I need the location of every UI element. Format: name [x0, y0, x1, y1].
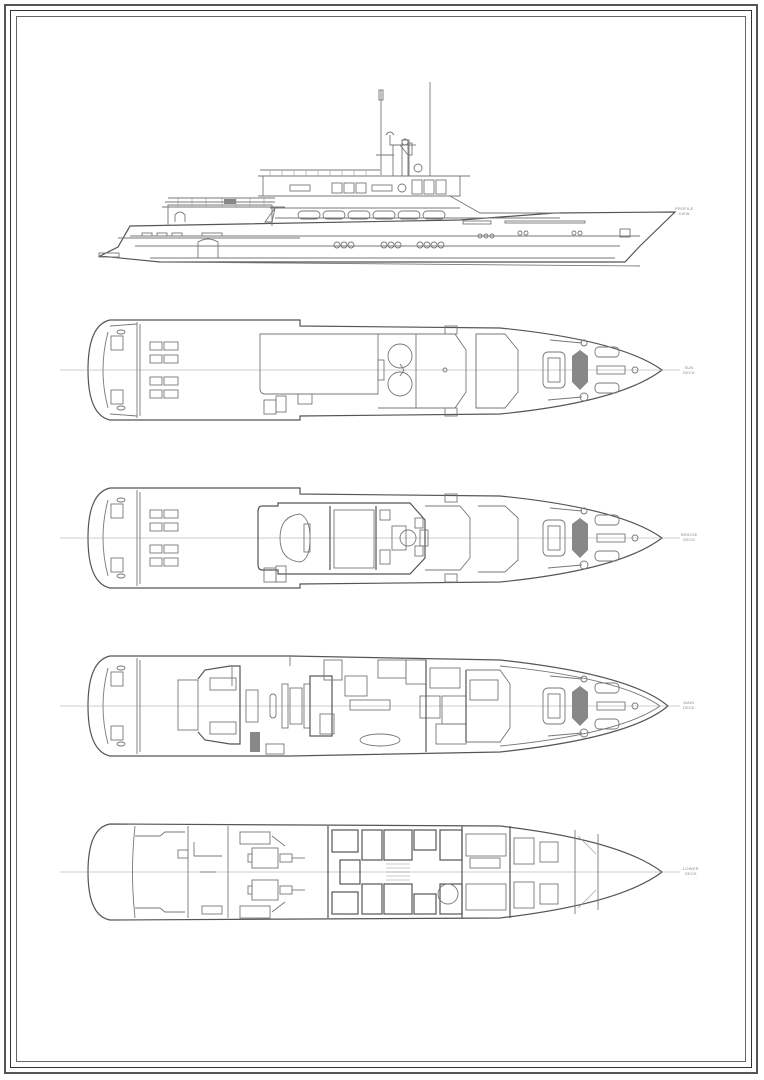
- profile-label-line1: PROFILE: [675, 206, 694, 211]
- inner-border: [16, 16, 746, 1062]
- main-deck-label-line2: DECK: [683, 705, 695, 710]
- outer-border: [4, 4, 758, 1074]
- profile-view-label: PROFILE VIEW: [675, 206, 694, 216]
- bridge-deck-label-line1: BRIDGE: [681, 532, 698, 537]
- sun-deck-label-line2: DECK: [683, 370, 695, 375]
- profile-label-line2: VIEW: [678, 211, 690, 216]
- main-deck-label-line1: MAIN: [683, 700, 695, 705]
- sun-deck-label: SUN DECK: [683, 365, 695, 375]
- main-deck-label: MAIN DECK: [683, 700, 695, 710]
- sun-deck-label-line1: SUN: [684, 365, 694, 370]
- lower-deck-label-line1: LOWER: [683, 866, 699, 871]
- bridge-deck-label: BRIDGE DECK: [681, 532, 698, 542]
- bridge-deck-label-line2: DECK: [683, 537, 696, 542]
- middle-border: [10, 10, 752, 1068]
- lower-deck-label: LOWER DECK: [683, 866, 699, 876]
- profile-view-drawing: [97, 82, 677, 267]
- lower-deck-label-line2: DECK: [684, 871, 697, 876]
